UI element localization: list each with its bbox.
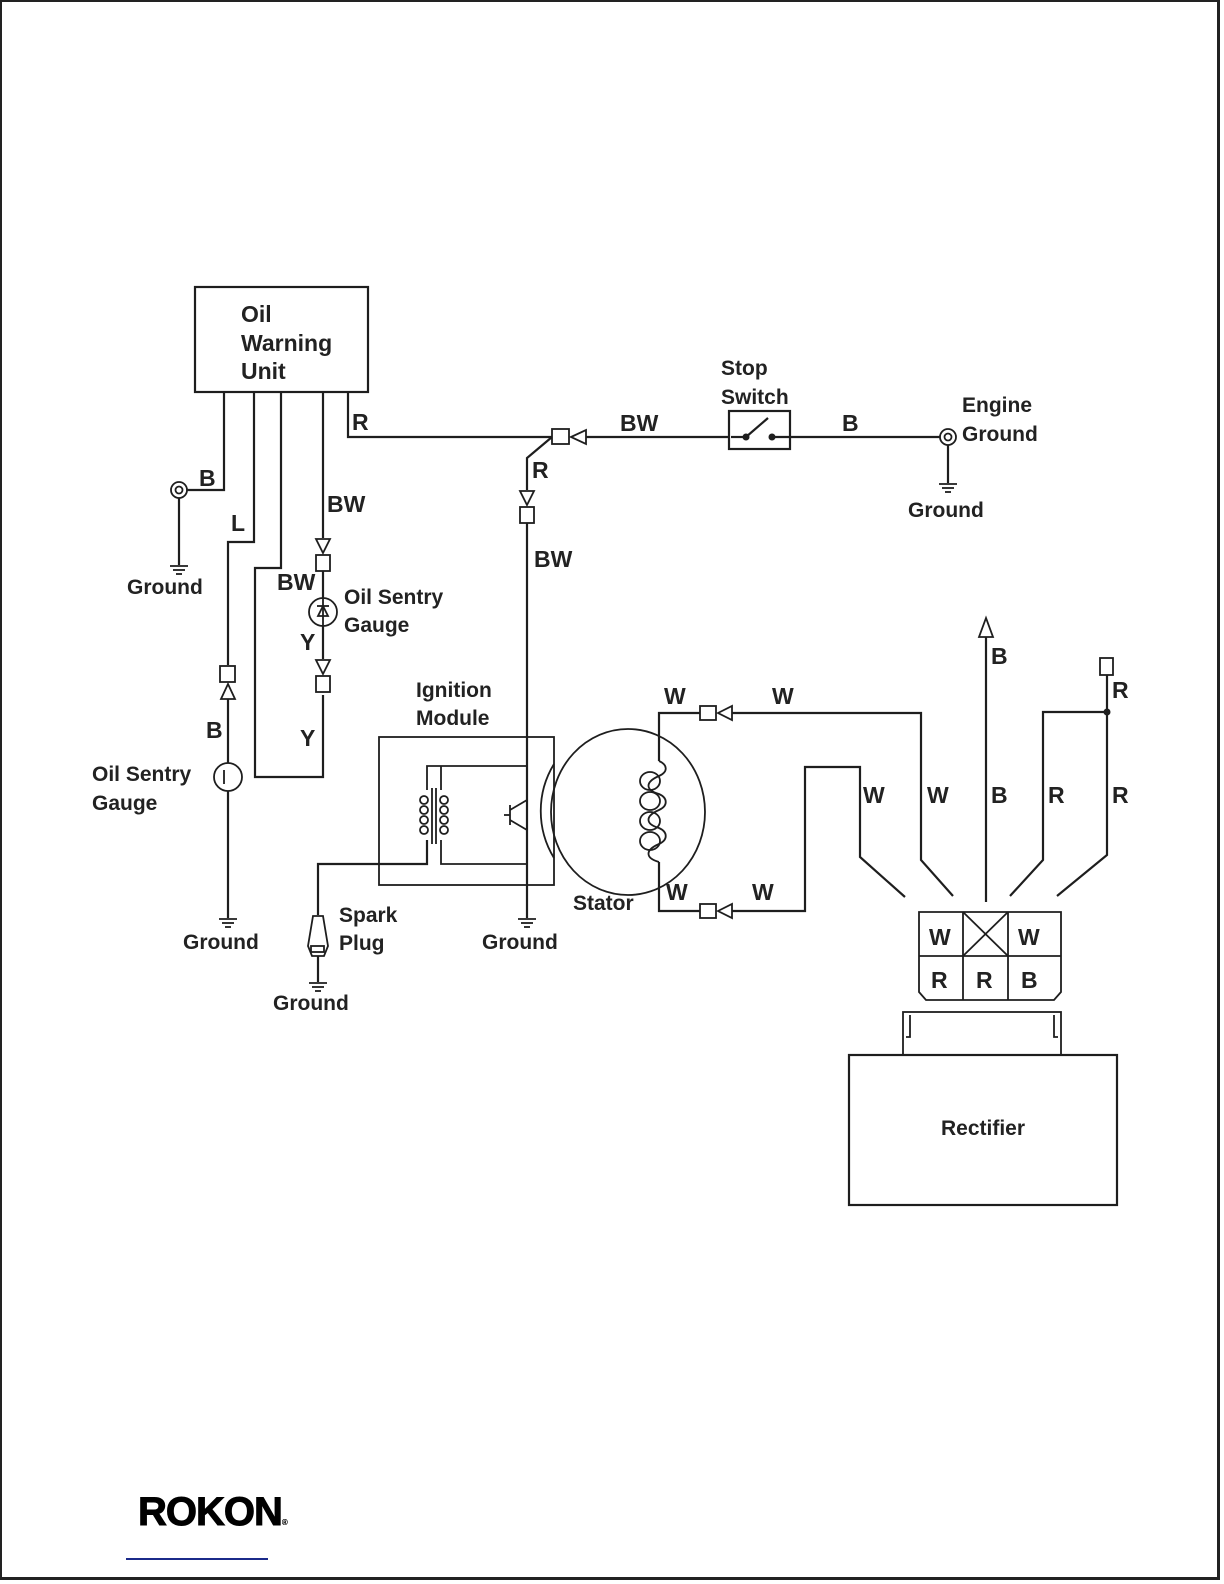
- ignition-module: Ignition Module: [318, 679, 554, 915]
- connector-icon: [316, 676, 330, 692]
- connector-pin-label: W: [929, 924, 951, 950]
- ignition-module-label-2: Module: [416, 707, 490, 730]
- connector-arrow-icon: [316, 539, 330, 553]
- oil-sentry-gauge-lower-icon: [214, 763, 242, 791]
- connector-pin-label: R: [931, 967, 948, 993]
- oil-warning-unit: Oil Warning Unit: [195, 287, 368, 392]
- stator-icon: [551, 729, 705, 895]
- spark-plug-label-2: Plug: [339, 932, 385, 955]
- wire-label-w: W: [772, 683, 794, 709]
- footer-rule: [126, 1558, 268, 1560]
- spark-plug-label-1: Spark: [339, 904, 398, 927]
- ignition-coil-icon: [420, 788, 448, 844]
- wire-label-w: W: [927, 782, 949, 808]
- wire-label-bw-ignition: BW: [534, 546, 573, 572]
- wire-label-bw-switch: BW: [620, 410, 659, 436]
- connector-icon: [220, 666, 235, 682]
- ground-label: Ground: [183, 931, 259, 954]
- wire-label-w: W: [752, 879, 774, 905]
- stator-label: Stator: [573, 892, 634, 915]
- registered-mark: ®: [282, 1518, 288, 1527]
- junction: BW R BW Ground: [482, 410, 731, 954]
- stop-switch: Stop Switch B Engine Ground Ground: [721, 357, 1038, 522]
- engine-ground-label-2: Ground: [962, 423, 1038, 446]
- oil-sentry-gauge-upper-label-2: Gauge: [344, 614, 409, 637]
- wire-label-r: R: [1112, 782, 1129, 808]
- ground-label: Ground: [127, 576, 203, 599]
- connector-icon: [520, 507, 534, 523]
- wire-label-bw-gauge: BW: [277, 569, 316, 595]
- wire-label-w: W: [664, 683, 686, 709]
- engine-ground-label-1: Engine: [962, 394, 1032, 417]
- rectifier-label: Rectifier: [941, 1117, 1025, 1140]
- oil-warning-unit-label-2: Warning: [241, 330, 332, 356]
- rectifier-harness: W W B B R R R: [732, 618, 1129, 911]
- connector-arrow-icon: [718, 904, 732, 918]
- connector-icon: [552, 429, 569, 444]
- wire-label-w: W: [666, 879, 688, 905]
- oil-sentry-gauge-lower-label-1: Oil Sentry: [92, 763, 192, 786]
- connector-pin-label: B: [1021, 967, 1038, 993]
- ground-symbol-icon: [170, 566, 188, 574]
- wire-label-y: Y: [300, 629, 315, 655]
- spark-plug: Spark Plug Ground: [273, 904, 398, 1015]
- pickup-arc: [541, 764, 554, 858]
- ground-symbol-icon: [219, 919, 237, 927]
- wire-label-r: R: [1112, 677, 1129, 703]
- wire-label-bw: BW: [327, 491, 366, 517]
- wire-owu-blue: L B Ground Oil Sentry Gauge: [92, 392, 259, 954]
- wire-label-b: B: [991, 643, 1008, 669]
- wire-label-r: R: [1048, 782, 1065, 808]
- oil-warning-unit-label-3: Unit: [241, 358, 286, 384]
- wire-label-r: R: [352, 409, 369, 435]
- rectifier-socket: [903, 1012, 1061, 1055]
- connector-pin-label: W: [1018, 924, 1040, 950]
- wire-owu-red: R: [348, 392, 552, 437]
- logo-text: ROKON: [138, 1490, 282, 1534]
- ground-symbol-icon: [518, 919, 536, 927]
- arrow-up-icon: [979, 618, 993, 637]
- connector-arrow-icon: [520, 491, 534, 505]
- wire-label-b: B: [991, 782, 1008, 808]
- stator: Stator W W W W: [551, 683, 794, 918]
- connector-icon: [700, 706, 716, 720]
- oil-sentry-gauge-lower-label-2: Gauge: [92, 792, 157, 815]
- rectifier-connector: W W R R B: [919, 912, 1061, 1000]
- wire-label-b-switch: B: [842, 410, 859, 436]
- ground-symbol-icon: [939, 484, 957, 492]
- connector-arrow-icon: [718, 706, 732, 720]
- connector-icon: [1100, 658, 1113, 675]
- connector-icon: [700, 904, 716, 918]
- splice-dot: [1104, 709, 1111, 716]
- stop-switch-icon: [729, 411, 790, 449]
- wire-label-l: L: [231, 510, 245, 536]
- oil-sentry-gauge-upper-label-1: Oil Sentry: [344, 586, 444, 609]
- ground-label: Ground: [908, 499, 984, 522]
- connector-arrow-icon: [571, 430, 586, 444]
- wire-label-y-lower: Y: [300, 725, 315, 751]
- wire-label-b-lower: B: [206, 717, 223, 743]
- wire-label-r-junction: R: [532, 457, 549, 483]
- wire-owu-black: B Ground: [127, 392, 224, 599]
- ignition-module-label-1: Ignition: [416, 679, 492, 702]
- ground-label: Ground: [482, 931, 558, 954]
- connector-icon: [316, 555, 330, 571]
- stop-switch-label-1: Stop: [721, 357, 768, 380]
- wire-label-b: B: [199, 465, 216, 491]
- oil-warning-unit-label-1: Oil: [241, 301, 272, 327]
- stop-switch-label-2: Switch: [721, 386, 789, 409]
- wire-label-w: W: [863, 782, 885, 808]
- ground-label: Ground: [273, 992, 349, 1015]
- ground-symbol-icon: [309, 983, 327, 991]
- connector-arrow-icon: [221, 684, 235, 699]
- connector-pin-label: R: [976, 967, 993, 993]
- connector-arrow-icon: [316, 660, 330, 674]
- rectifier: Rectifier: [849, 1012, 1117, 1205]
- transistor-icon: [504, 800, 527, 830]
- rokon-logo: ROKON®: [138, 1490, 288, 1535]
